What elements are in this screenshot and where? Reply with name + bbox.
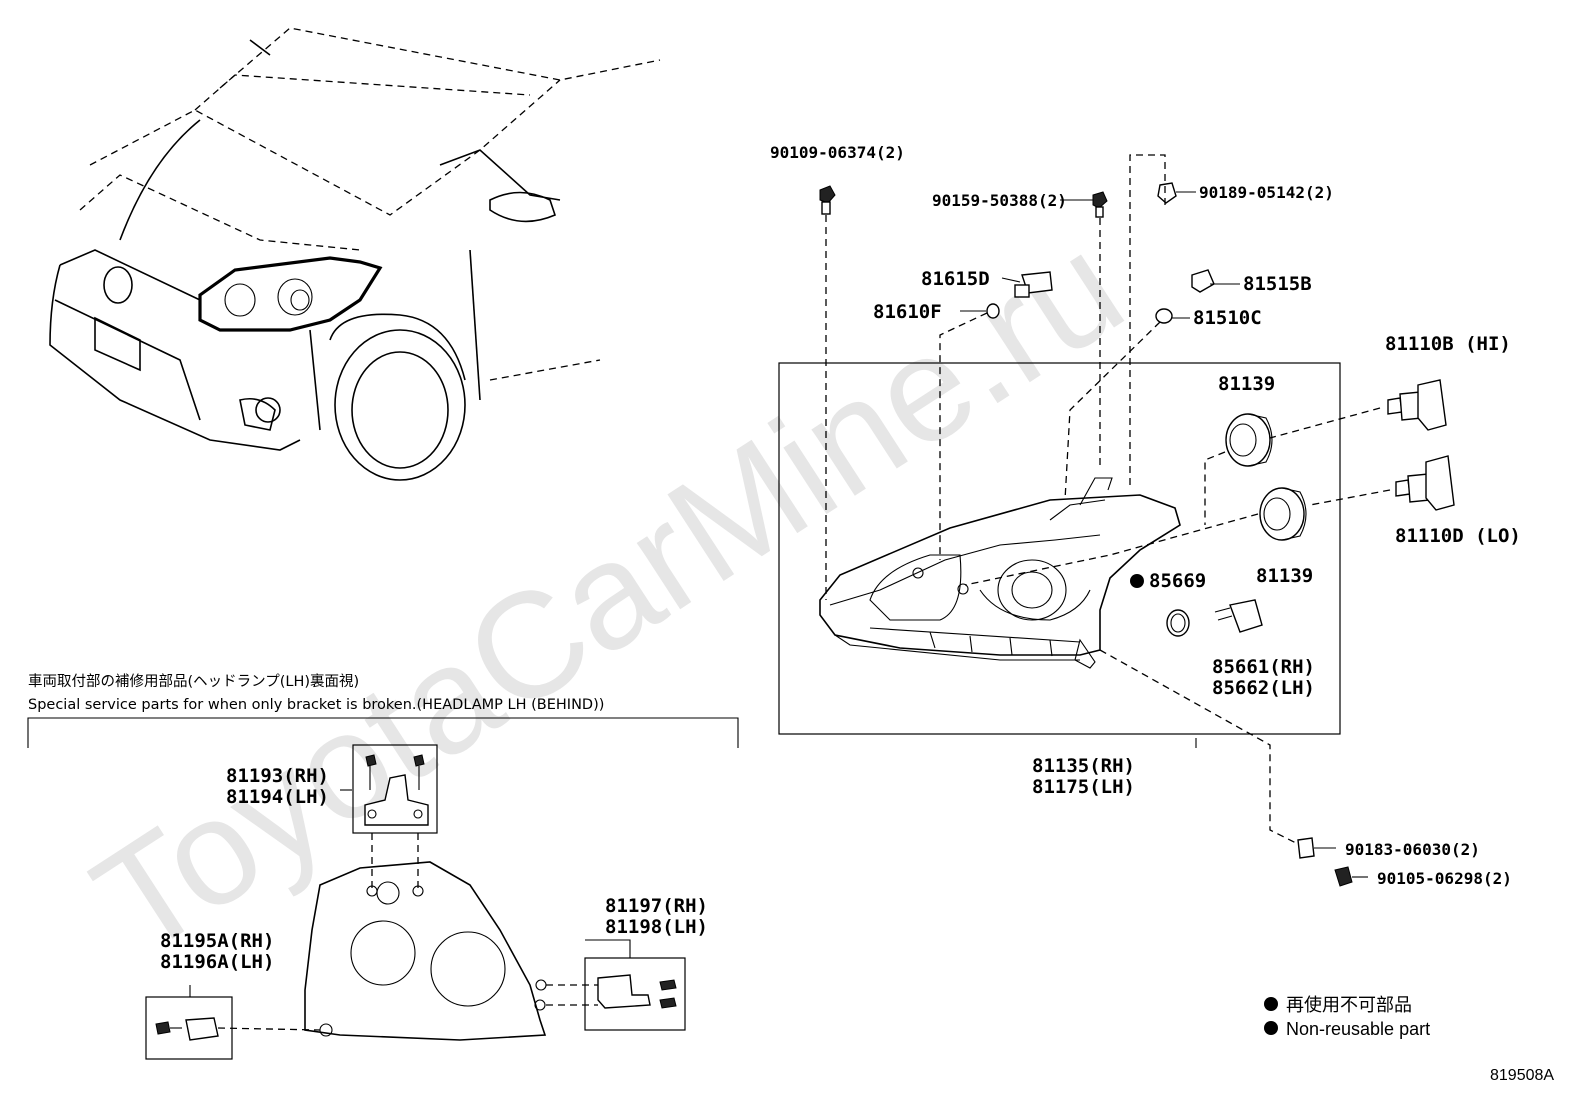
label-81193: 81193(RH) <box>226 765 329 787</box>
bracket-group-line <box>27 717 739 748</box>
headlamp-housing-81135 <box>819 477 1181 669</box>
label-90159: 90159-50388(2) <box>932 191 1067 210</box>
label-81196a: 81196A(LH) <box>160 951 274 973</box>
label-81135: 81135(RH) <box>1032 755 1135 777</box>
label-81194: 81194(LH) <box>226 786 329 808</box>
headlamp-assembly-box <box>778 362 1341 735</box>
legend-jp: 再使用不可部品 <box>1286 995 1412 1015</box>
label-90105: 90105-06298(2) <box>1377 869 1512 888</box>
socket-81615d <box>1014 271 1053 298</box>
non-reusable-mark <box>1130 574 1144 588</box>
bracket-81195 <box>155 1017 219 1041</box>
nut-90183 <box>1297 837 1315 859</box>
socket-81515b <box>1191 269 1215 293</box>
label-81139-upper: 81139 <box>1218 373 1275 395</box>
label-81110d: 81110D (LO) <box>1395 525 1521 547</box>
seal-ring-81139-lower <box>1259 487 1307 541</box>
legend-en: Non-reusable part <box>1286 1019 1430 1039</box>
bracket-81197-box <box>584 957 686 1031</box>
headlamp-back-view <box>304 861 547 1041</box>
legend-dot-jp <box>1264 997 1278 1011</box>
bracket-81193 <box>364 754 429 826</box>
label-81195a: 81195A(RH) <box>160 930 274 952</box>
legend: 再使用不可部品 Non-reusable part <box>1264 995 1430 1039</box>
clip-90189 <box>1157 182 1177 204</box>
label-81139-lower: 81139 <box>1256 565 1313 587</box>
bulb-hi-81110b <box>1387 379 1447 431</box>
watermark: ToyotaCarMine.ru <box>66 201 1150 987</box>
label-90109: 90109-06374(2) <box>770 143 905 162</box>
vehicle-front-view <box>49 27 661 481</box>
screw-90109 <box>819 185 836 215</box>
bracket-81193-box <box>352 744 438 834</box>
legend-dot-en <box>1264 1021 1278 1035</box>
figure-code: 819508A <box>1490 1067 1554 1084</box>
label-85662: 85662(LH) <box>1212 677 1315 699</box>
bulb-lo-81110d <box>1395 455 1455 511</box>
label-81175: 81175(LH) <box>1032 776 1135 798</box>
leveling-actuator-85661 <box>1214 599 1263 633</box>
label-81610f: 81610F <box>873 301 942 323</box>
label-90189: 90189-05142(2) <box>1199 183 1334 202</box>
screw-90159 <box>1092 191 1108 218</box>
bulb-81510c <box>1155 308 1173 324</box>
bolt-90105 <box>1334 866 1353 887</box>
label-81615d: 81615D <box>921 268 990 290</box>
label-90183: 90183-06030(2) <box>1345 840 1480 859</box>
bracket-81197 <box>597 974 677 1009</box>
label-81198: 81198(LH) <box>605 916 708 938</box>
note-english: Special service parts for when only brac… <box>28 697 604 713</box>
label-85661: 85661(RH) <box>1212 656 1315 678</box>
label-81110b: 81110B (HI) <box>1385 333 1511 355</box>
note-japanese: 車両取付部の補修用部品(ヘッドランプ(LH)裏面視) <box>28 672 359 690</box>
o-ring-85669 <box>1130 574 1190 637</box>
seal-ring-81139-upper <box>1225 413 1273 467</box>
label-85669: 85669 <box>1149 570 1206 592</box>
label-81197: 81197(RH) <box>605 895 708 917</box>
bulb-81610f <box>986 303 1000 319</box>
label-81515b: 81515B <box>1243 273 1312 295</box>
label-81510c: 81510C <box>1193 307 1262 329</box>
